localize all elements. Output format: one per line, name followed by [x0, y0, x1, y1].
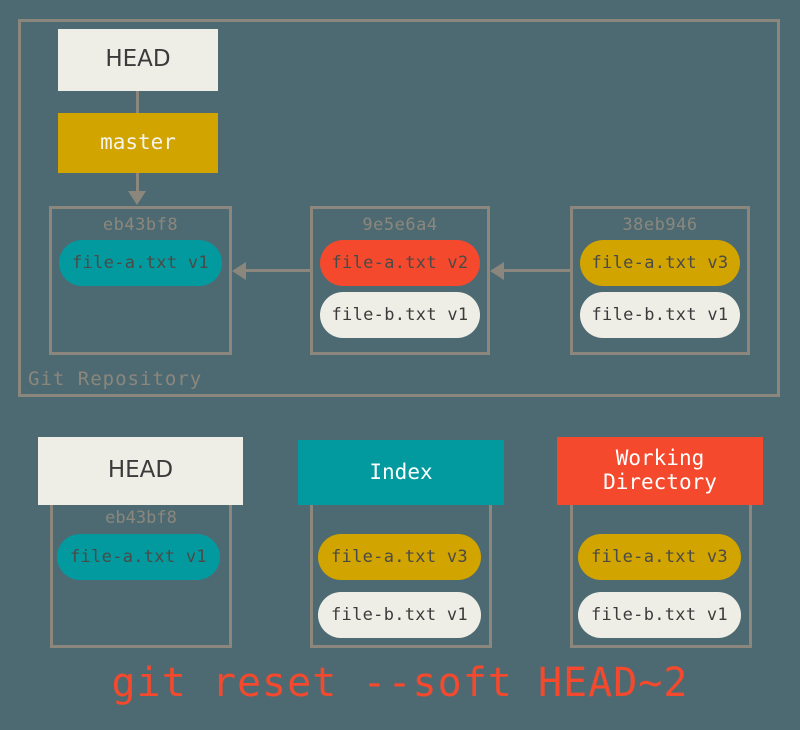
commit-link-line-2 [504, 269, 572, 272]
commit-link-arrow-1 [232, 262, 246, 280]
area-header-working-directory: Working Directory [557, 437, 763, 505]
master-to-commit-arrow [128, 191, 146, 205]
area-hash-head: eb43bf8 [105, 508, 177, 528]
area-blob-head-file-a: file-a.txt v1 [57, 534, 220, 580]
head-pointer-label: HEAD [105, 46, 171, 73]
commit-hash-38eb946: 38eb946 [622, 215, 698, 235]
area-header-head: HEAD [38, 437, 243, 505]
commit-link-line-1 [246, 269, 312, 272]
area-blob-wd-file-a: file-a.txt v3 [578, 534, 741, 580]
blob-file-b-v1: file-b.txt v1 [320, 292, 480, 338]
head-to-master-line [136, 91, 139, 113]
area-title-index: Index [369, 459, 433, 484]
blob-file-a-v1: file-a.txt v1 [59, 240, 222, 286]
master-to-commit-line [136, 173, 139, 193]
area-title-working-directory: Working Directory [603, 446, 717, 494]
git-repository-label: Git Repository [28, 368, 203, 390]
blob-file-b-v1: file-b.txt v1 [580, 292, 740, 338]
area-title-head: HEAD [107, 457, 174, 484]
master-branch-label: master [100, 130, 176, 155]
git-repository-frame [18, 19, 780, 397]
commit-eb43bf8: eb43bf8 file-a.txt v1 [49, 206, 232, 355]
area-frame-index [310, 500, 492, 648]
commit-hash-eb43bf8: eb43bf8 [102, 215, 179, 235]
area-frame-head [50, 500, 232, 648]
commit-38eb946: 38eb946 file-a.txt v3 file-b.txt v1 [570, 206, 750, 355]
area-blob-index-file-b: file-b.txt v1 [318, 592, 481, 638]
head-pointer-box: HEAD [58, 29, 218, 91]
commit-link-arrow-2 [490, 262, 504, 280]
blob-file-a-v2: file-a.txt v2 [320, 240, 480, 286]
area-header-index: Index [298, 440, 504, 505]
command-caption: git reset --soft HEAD~2 [111, 660, 689, 706]
area-frame-working-directory [570, 500, 752, 648]
commit-9e5e6a4: 9e5e6a4 file-a.txt v2 file-b.txt v1 [310, 206, 490, 355]
blob-file-a-v3: file-a.txt v3 [580, 240, 740, 286]
area-blob-index-file-a: file-a.txt v3 [318, 534, 481, 580]
commit-hash-9e5e6a4: 9e5e6a4 [362, 215, 438, 235]
master-branch-box: master [58, 113, 218, 173]
area-blob-wd-file-b: file-b.txt v1 [578, 592, 741, 638]
